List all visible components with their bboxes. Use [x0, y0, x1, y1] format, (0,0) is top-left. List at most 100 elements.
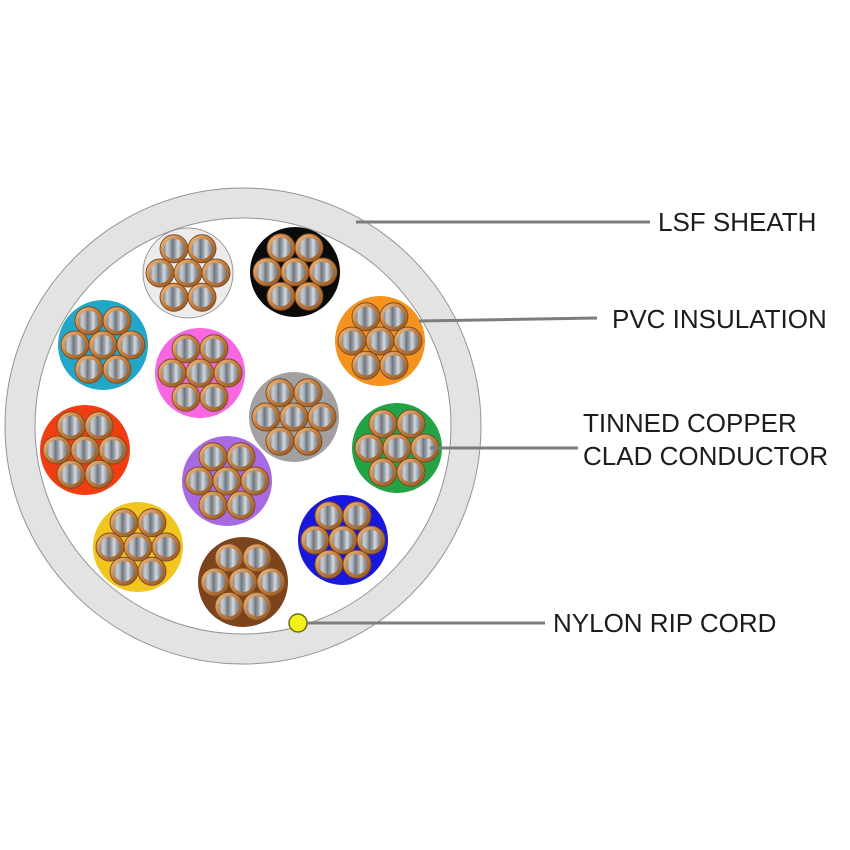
strand-tinned-conductor: [191, 287, 213, 308]
strand-tinned-conductor: [341, 330, 363, 352]
strand-tinned-conductor: [346, 505, 368, 526]
strand-tinned-conductor: [372, 413, 394, 434]
strand-tinned-conductor: [216, 470, 238, 492]
strand-tinned-conductor: [332, 529, 354, 551]
strand-tinned-conductor: [260, 571, 282, 593]
strand-tinned-conductor: [355, 306, 377, 327]
strand-tinned-conductor: [202, 495, 224, 516]
strand-tinned-conductor: [256, 261, 278, 283]
strand-tinned-conductor: [203, 338, 225, 359]
strand-tinned-conductor: [218, 547, 240, 568]
core-pink: [155, 328, 245, 418]
core-violet: [182, 436, 272, 526]
strand-tinned-conductor: [298, 237, 320, 258]
strand-tinned-conductor: [141, 561, 163, 582]
strand-tinned-conductor: [246, 596, 268, 617]
strand-tinned-conductor: [60, 464, 82, 485]
strand-tinned-conductor: [163, 238, 185, 259]
label-tinned-copper-line2: CLAD CONDUCTOR: [583, 441, 828, 471]
strand-tinned-conductor: [191, 238, 213, 259]
core-grey: [249, 372, 339, 462]
strand-tinned-conductor: [397, 330, 419, 352]
strand-tinned-conductor: [297, 382, 319, 403]
annotation-leader-lines: [307, 220, 650, 625]
core-red: [40, 405, 130, 495]
strand-tinned-conductor: [155, 536, 177, 558]
strand-tinned-conductor: [88, 415, 110, 436]
strand-tinned-conductor: [64, 334, 86, 356]
strand-tinned-conductor: [298, 286, 320, 307]
strand-tinned-conductor: [270, 286, 292, 307]
strand-tinned-conductor: [106, 310, 128, 331]
strand-tinned-conductor: [297, 431, 319, 452]
strand-tinned-conductor: [312, 261, 334, 283]
core-cyan: [58, 300, 148, 390]
label-pvc-insulation: PVC INSULATION: [612, 304, 827, 334]
strand-tinned-conductor: [255, 406, 277, 428]
core-orange: [335, 296, 425, 386]
label-nylon-rip-cord: NYLON RIP CORD: [553, 608, 776, 638]
strand-tinned-conductor: [244, 470, 266, 492]
label-lsf-sheath: LSF SHEATH: [658, 207, 816, 237]
strand-tinned-conductor: [383, 355, 405, 376]
strand-tinned-conductor: [88, 464, 110, 485]
strand-tinned-conductor: [127, 536, 149, 558]
strand-tinned-conductor: [78, 310, 100, 331]
strand-tinned-conductor: [149, 262, 171, 284]
strand-tinned-conductor: [141, 512, 163, 533]
strand-tinned-conductor: [318, 554, 340, 575]
strand-tinned-conductor: [284, 261, 306, 283]
strand-tinned-conductor: [205, 262, 227, 284]
strand-tinned-conductor: [230, 446, 252, 467]
strand-tinned-conductor: [217, 362, 239, 384]
strand-tinned-conductor: [120, 334, 142, 356]
insulated-cores: [40, 227, 442, 627]
strand-tinned-conductor: [161, 362, 183, 384]
strand-tinned-conductor: [189, 362, 211, 384]
core-black: [250, 227, 340, 317]
strand-tinned-conductor: [163, 287, 185, 308]
strand-tinned-conductor: [230, 495, 252, 516]
strand-tinned-conductor: [175, 338, 197, 359]
core-yellow: [93, 502, 183, 592]
strand-tinned-conductor: [177, 262, 199, 284]
strand-tinned-conductor: [270, 237, 292, 258]
strand-tinned-conductor: [355, 355, 377, 376]
strand-tinned-conductor: [46, 439, 68, 461]
strand-tinned-conductor: [60, 415, 82, 436]
strand-tinned-conductor: [106, 359, 128, 380]
strand-tinned-conductor: [204, 571, 226, 593]
strand-tinned-conductor: [318, 505, 340, 526]
strand-tinned-conductor: [400, 413, 422, 434]
strand-tinned-conductor: [78, 359, 100, 380]
strand-tinned-conductor: [383, 306, 405, 327]
strand-tinned-conductor: [113, 512, 135, 533]
strand-tinned-conductor: [400, 462, 422, 483]
strand-tinned-conductor: [202, 446, 224, 467]
nylon-rip-cord-dot: [288, 613, 308, 633]
core-brown: [198, 537, 288, 627]
strand-tinned-conductor: [386, 437, 408, 459]
strand-tinned-conductor: [269, 431, 291, 452]
strand-tinned-conductor: [74, 439, 96, 461]
strand-tinned-conductor: [360, 529, 382, 551]
core-white: [142, 227, 234, 319]
strand-tinned-conductor: [188, 470, 210, 492]
strand-tinned-conductor: [92, 334, 114, 356]
strand-tinned-conductor: [113, 561, 135, 582]
core-green: [352, 403, 442, 493]
annotation-labels: LSF SHEATH PVC INSULATION TINNED COPPER …: [553, 207, 828, 638]
strand-tinned-conductor: [218, 596, 240, 617]
strand-tinned-conductor: [102, 439, 124, 461]
strand-tinned-conductor: [269, 382, 291, 403]
strand-tinned-conductor: [369, 330, 391, 352]
strand-tinned-conductor: [99, 536, 121, 558]
strand-tinned-conductor: [304, 529, 326, 551]
strand-tinned-conductor: [414, 437, 436, 459]
strand-tinned-conductor: [346, 554, 368, 575]
strand-tinned-conductor: [311, 406, 333, 428]
strand-tinned-conductor: [358, 437, 380, 459]
leader-line-pvc_insulation: [418, 316, 598, 323]
